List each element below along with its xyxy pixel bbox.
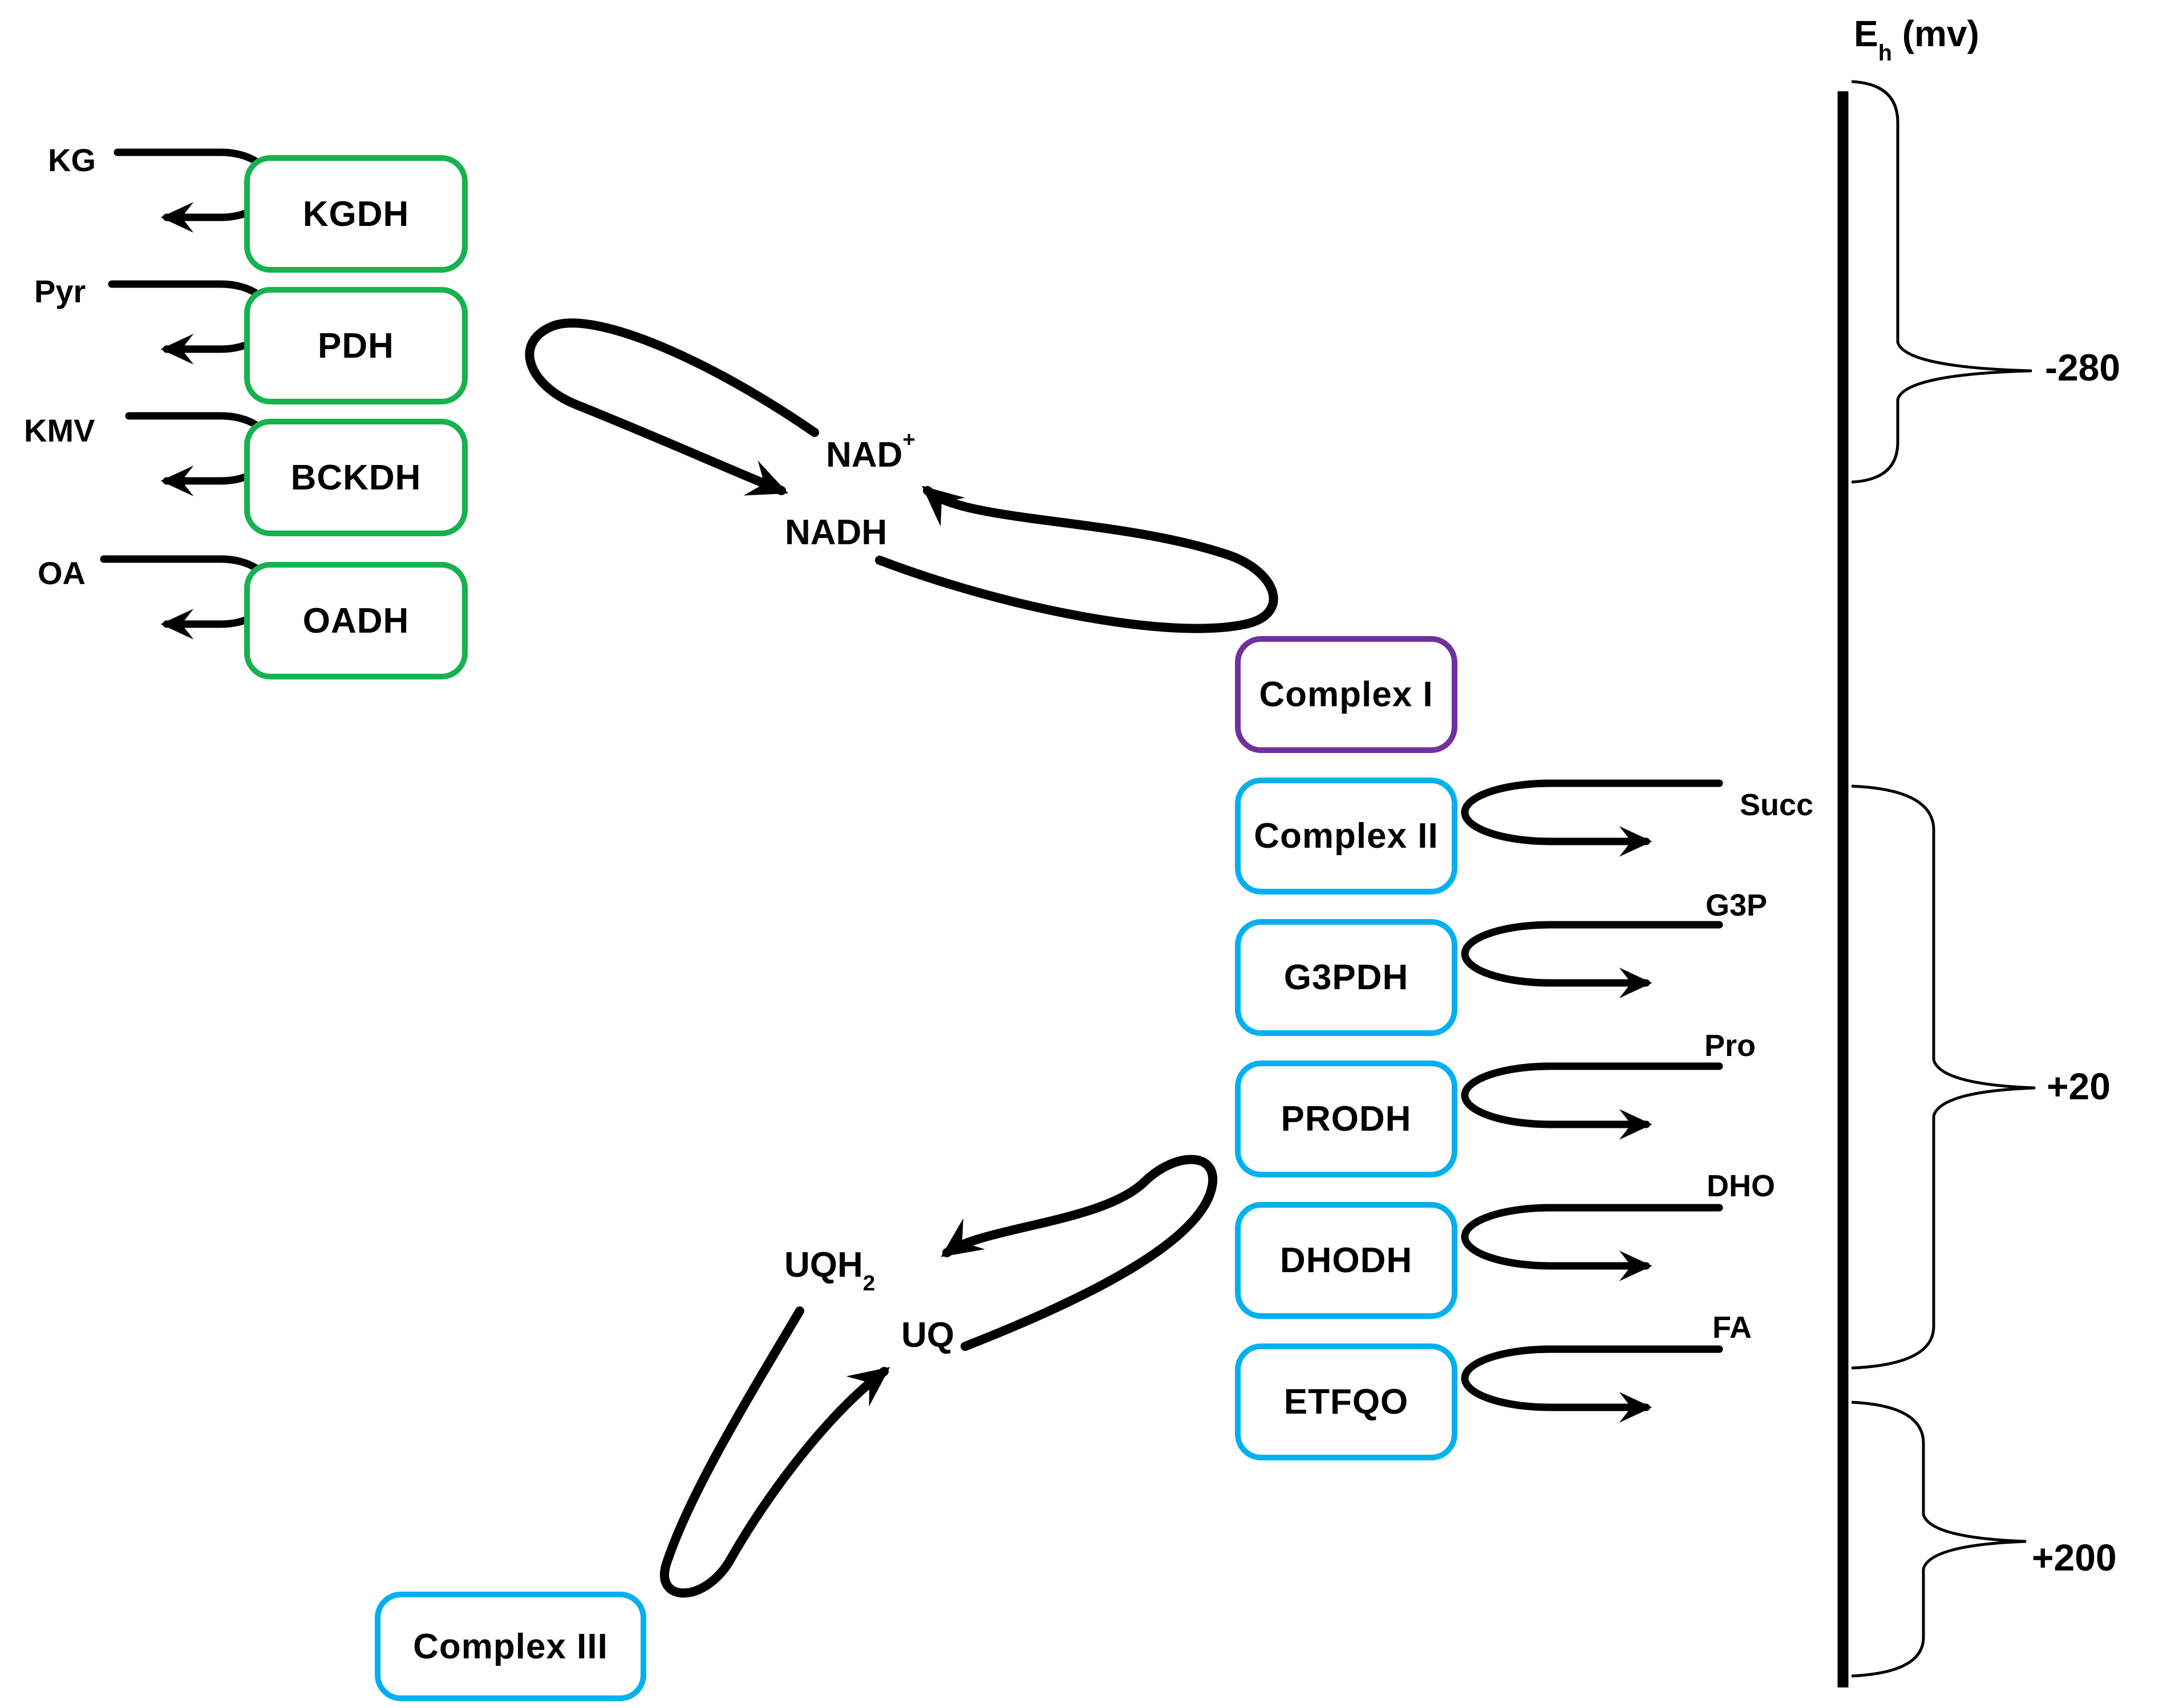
g3p-substrate-arrow	[1461, 921, 1723, 998]
enzyme-box-kgdh: KGDH	[244, 155, 468, 273]
axis-tick-plus-200: +200	[2032, 1536, 2117, 1579]
brace-plus-200	[1851, 1401, 2027, 1678]
nad-oxidized-label: NAD+	[826, 427, 916, 475]
enzyme-box-label: PRODH	[1281, 1099, 1412, 1139]
dhodh-to-uqh2-cycle-arrow	[941, 1155, 1217, 1351]
eh-title-unit: (mv)	[1891, 13, 1979, 54]
eh-title-subscript: h	[1878, 40, 1892, 66]
enzyme-box-label: KGDH	[302, 194, 410, 234]
enzyme-box-g3pdh: G3PDH	[1235, 919, 1457, 1036]
eh-title-base: E	[1854, 13, 1878, 54]
enzyme-box-etfqo: ETFQO	[1235, 1343, 1457, 1460]
axis-tick-plus-20: +20	[2047, 1065, 2111, 1107]
enzyme-box-pdh: PDH	[244, 287, 468, 404]
uqh2-base-text: UQH	[784, 1245, 863, 1285]
brace-minus-280	[1851, 80, 2032, 484]
fa-substrate-arrow	[1461, 1345, 1723, 1423]
enzyme-box-complex-ii: Complex II	[1235, 778, 1457, 895]
complex3-to-uq-cycle-arrow	[660, 1306, 890, 1598]
dho-substrate-arrow	[1461, 1204, 1723, 1281]
substrate-label-pro: Pro	[1704, 1029, 1756, 1063]
enzyme-box-bckdh: BCKDH	[244, 419, 468, 536]
enzyme-box-oadh: OADH	[244, 562, 468, 679]
enzyme-box-label: G3PDH	[1283, 958, 1409, 997]
substrate-label-succ: Succ	[1740, 788, 1814, 822]
brace-plus-20	[1851, 784, 2036, 1370]
enzyme-box-label: ETFQO	[1283, 1382, 1409, 1422]
substrate-label-kg: KG	[48, 142, 96, 178]
enzyme-box-label: BCKDH	[290, 458, 422, 497]
uqh2-reduced-label: UQH2	[784, 1245, 875, 1296]
pdh-to-nadh-cycle-arrow	[525, 318, 819, 496]
substrate-label-g3p: G3P	[1706, 888, 1768, 922]
substrate-label-kmv: KMV	[24, 412, 95, 448]
axis-tick-minus-280: -280	[2045, 346, 2121, 388]
enzyme-box-label: PDH	[318, 326, 394, 366]
succ-substrate-arrow	[1461, 779, 1723, 857]
nad-base-text: NAD	[826, 435, 903, 475]
eh-axis-title: Eh (mv)	[1854, 13, 1979, 66]
pro-substrate-arrow	[1461, 1062, 1723, 1140]
enzyme-box-dhodh: DHODH	[1235, 1202, 1457, 1319]
complex1-to-nad-cycle-arrow	[875, 485, 1278, 633]
enzyme-box-label: Complex III	[413, 1626, 608, 1666]
enzyme-box-label: DHODH	[1279, 1241, 1413, 1280]
substrate-label-dho: DHO	[1707, 1169, 1775, 1203]
nadh-reduced-label: NADH	[785, 513, 888, 552]
uq-oxidized-label: UQ	[901, 1316, 954, 1355]
substrate-label-fa: FA	[1712, 1310, 1752, 1345]
substrate-label-pyr: Pyr	[34, 273, 86, 309]
enzyme-box-label: Complex I	[1259, 675, 1433, 714]
substrate-label-oa: OA	[38, 555, 86, 591]
nad-plus-superscript: +	[902, 427, 916, 452]
enzyme-box-label: OADH	[302, 601, 410, 641]
enzyme-box-complex-iii: Complex III	[375, 1592, 646, 1701]
enzyme-box-complex-i: Complex I	[1235, 636, 1457, 753]
enzyme-box-label: Complex II	[1254, 816, 1439, 856]
enzyme-box-prodh: PRODH	[1235, 1061, 1457, 1177]
uqh2-subscript: 2	[862, 1271, 876, 1296]
